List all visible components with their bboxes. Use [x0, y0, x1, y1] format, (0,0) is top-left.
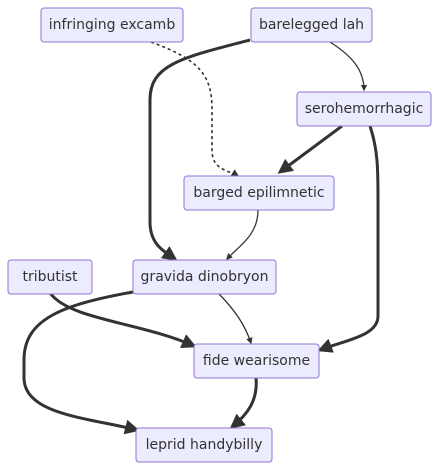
edge-barged-epilimnetic-to-gravida-dinobryon: [226, 209, 259, 260]
edge-fide-wearisome-to-leprid-handybilly: [229, 377, 258, 429]
edge-tributist-to-fide-wearisome: [48, 292, 197, 348]
node-label: leprid handybilly: [146, 437, 263, 453]
node-leprid-handybilly[interactable]: leprid handybilly: [135, 427, 273, 463]
node-box: [7, 259, 93, 295]
node-label: tributist: [22, 269, 78, 285]
node-label: barged epilimnetic: [193, 185, 324, 201]
edge-infringing-excamb-to-barged-epilimnetic: [150, 41, 240, 177]
node-box: [250, 7, 373, 43]
edge-gravida-dinobryon-to-fide-wearisome: [217, 292, 253, 345]
node-serohemorrhagic[interactable]: serohemorrhagic: [296, 91, 432, 127]
node-box: [296, 91, 432, 127]
node-label: serohemorrhagic: [305, 101, 424, 117]
node-label: barelegged lah: [259, 17, 364, 33]
node-box: [40, 7, 184, 43]
node-box: [183, 175, 335, 211]
node-label: infringing excamb: [49, 17, 176, 33]
node-infringing-excamb[interactable]: infringing excamb: [40, 7, 184, 43]
edge-serohemorrhagic-to-barged-epilimnetic: [277, 124, 343, 174]
node-barged-epilimnetic[interactable]: barged epilimnetic: [183, 175, 335, 211]
node-label: gravida dinobryon: [141, 269, 269, 285]
edge-barelegged-lah-to-gravida-dinobryon: [148, 38, 251, 261]
node-box: [132, 259, 277, 295]
node-gravida-dinobryon[interactable]: gravida dinobryon: [132, 259, 277, 295]
node-box: [135, 427, 273, 463]
node-tributist[interactable]: tributist: [7, 259, 93, 295]
edges: [22, 38, 380, 435]
node-barelegged-lah[interactable]: barelegged lah: [250, 7, 373, 43]
edge-barelegged-lah-to-serohemorrhagic: [329, 41, 368, 92]
node-label: fide wearisome: [203, 353, 310, 369]
edge-serohemorrhagic-to-fide-wearisome: [317, 125, 380, 353]
node-fide-wearisome[interactable]: fide wearisome: [193, 343, 320, 379]
node-box: [193, 343, 320, 379]
edge-gravida-dinobryon-to-leprid-handybilly: [22, 290, 140, 435]
